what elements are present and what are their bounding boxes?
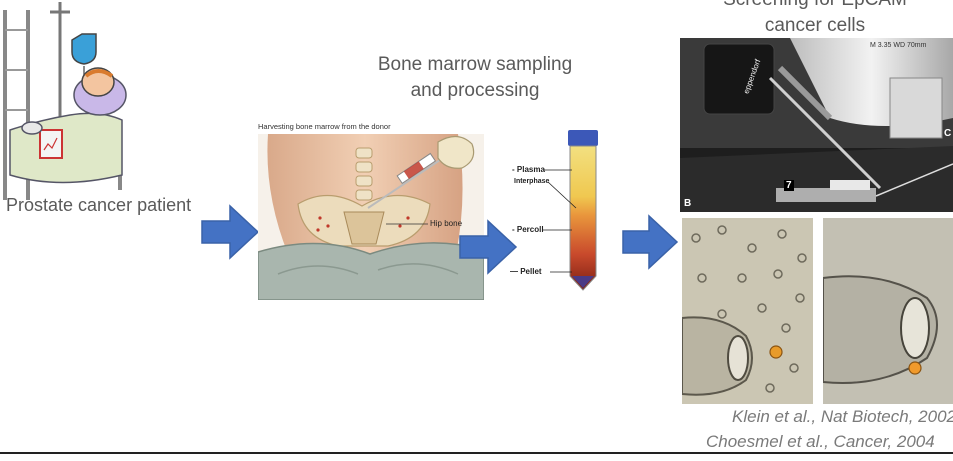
patient-in-bed-illustration	[0, 0, 130, 200]
micrograph-2-illustration	[823, 218, 953, 404]
harvest-illustration	[258, 134, 484, 300]
objective-label: M 3.35 WD 70mm	[870, 42, 926, 49]
slot-number: 7	[784, 180, 794, 191]
footer-divider	[0, 452, 953, 454]
harvest-title: Harvesting bone marrow from the donor	[258, 122, 391, 131]
screening-caption: Screening for EpCAM cancer cells	[690, 0, 940, 39]
percoll-label: - Percoll	[512, 225, 544, 234]
flow-arrow-2	[458, 219, 518, 275]
plasma-label: - Plasma	[512, 165, 545, 174]
micrograph-cells-2	[823, 218, 953, 404]
micrograph-cells-1	[682, 218, 813, 404]
patient-caption: Prostate cancer patient	[6, 192, 216, 218]
screening-caption-line1: Screening for EpCAM	[690, 0, 940, 13]
citation-klein: Klein et al., Nat Biotech, 2002	[732, 406, 953, 428]
percoll-tube-panel: - Plasma Interphase - Percoll — Pellet	[510, 126, 602, 294]
flow-arrow-3	[621, 214, 679, 270]
pellet-label: — Pellet	[510, 267, 542, 276]
bone-marrow-harvest-panel: Harvesting bone marrow from the donor	[258, 122, 484, 300]
interphase-label: Interphase	[514, 178, 549, 185]
flow-arrow-1	[200, 204, 260, 260]
corner-label-c: C	[944, 128, 951, 139]
micromanipulator-photo: eppendorf M 3.35 WD 70mm 7 B C	[680, 38, 953, 212]
citation-choesmel: Choesmel et al., Cancer, 2004	[706, 431, 935, 453]
screening-caption-line2: cancer cells	[690, 13, 940, 39]
sampling-caption-line2: and processing	[355, 78, 595, 104]
micromanipulator-illustration	[680, 38, 953, 212]
micrograph-1-illustration	[682, 218, 813, 404]
sampling-caption: Bone marrow sampling and processing	[355, 52, 595, 104]
sampling-caption-line1: Bone marrow sampling	[355, 52, 595, 78]
corner-label-b: B	[684, 198, 691, 209]
